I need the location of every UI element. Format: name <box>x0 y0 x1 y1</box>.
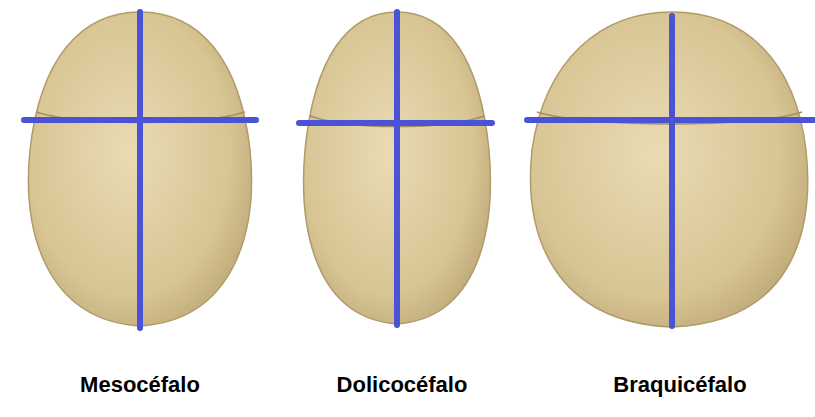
skull-brachycephalic <box>527 12 815 327</box>
skull-mesocephalic <box>24 12 256 328</box>
skull-type-label: Braquicéfalo <box>613 372 746 398</box>
skull-dolichocephalic <box>299 12 492 325</box>
skull-type-label: Dolicocéfalo <box>337 372 468 398</box>
skull-type-label: Mesocéfalo <box>80 372 200 398</box>
